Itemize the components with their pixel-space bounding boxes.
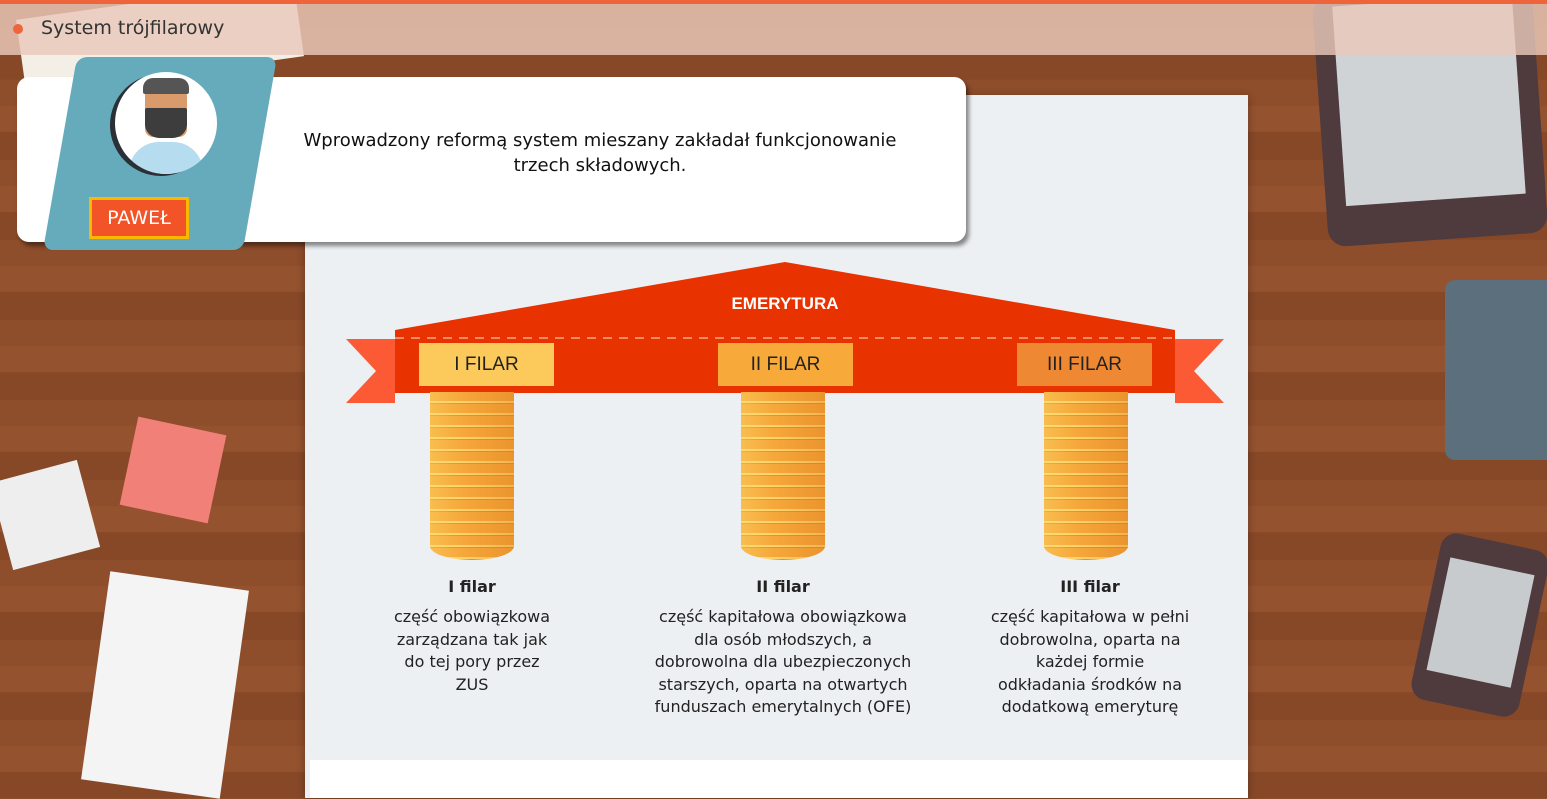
roof <box>395 262 1175 393</box>
pillar-badge-2: II FILAR <box>718 343 853 386</box>
pillar-description-2: II filar część kapitałowa obowiązkowa dl… <box>633 577 933 719</box>
pillar-description-3: III filar część kapitałowa w pełni dobro… <box>940 577 1240 719</box>
roof-label: EMERYTURA <box>731 294 839 313</box>
phone-decoration <box>1408 530 1547 720</box>
ribbon-tail-left <box>346 339 395 403</box>
pillar-badge-1: I FILAR <box>419 343 554 386</box>
documents-decoration <box>81 571 249 799</box>
page-title: System trójfilarowy <box>41 17 225 39</box>
pillar-title: II filar <box>756 577 810 596</box>
torn-paper-edge <box>310 760 1248 798</box>
pillar-text: część kapitałowa w pełni dobrowolna, opa… <box>990 607 1190 717</box>
pillar-text: część kapitałowa obowiązkowa dla osób mł… <box>654 607 912 717</box>
avatar <box>115 72 217 174</box>
coin-stack-3 <box>1044 392 1128 560</box>
dialog-message: Wprowadzony reformą system mieszany zakł… <box>303 130 897 176</box>
pillar-title: III filar <box>1060 577 1120 596</box>
coin-stack-1 <box>430 392 514 560</box>
speaker-name: PAWEŁ <box>89 197 189 239</box>
pillar-description-1: I filar część obowiązkowa zarządzana tak… <box>322 577 622 696</box>
chart-paper-decoration <box>0 459 101 571</box>
coin-stack-2 <box>741 392 825 560</box>
pillar-badge-3: III FILAR <box>1017 343 1152 386</box>
bullet-icon <box>13 24 23 34</box>
roof-graphic <box>346 262 1224 403</box>
ribbon-tail-right <box>1175 339 1224 403</box>
header-bar: System trójfilarowy <box>0 0 1547 55</box>
pillar-text: część obowiązkowa zarządzana tak jak do … <box>393 607 551 694</box>
pillar-title: I filar <box>448 577 496 596</box>
calculator-decoration <box>1445 280 1547 460</box>
sticky-note-decoration <box>119 416 227 524</box>
